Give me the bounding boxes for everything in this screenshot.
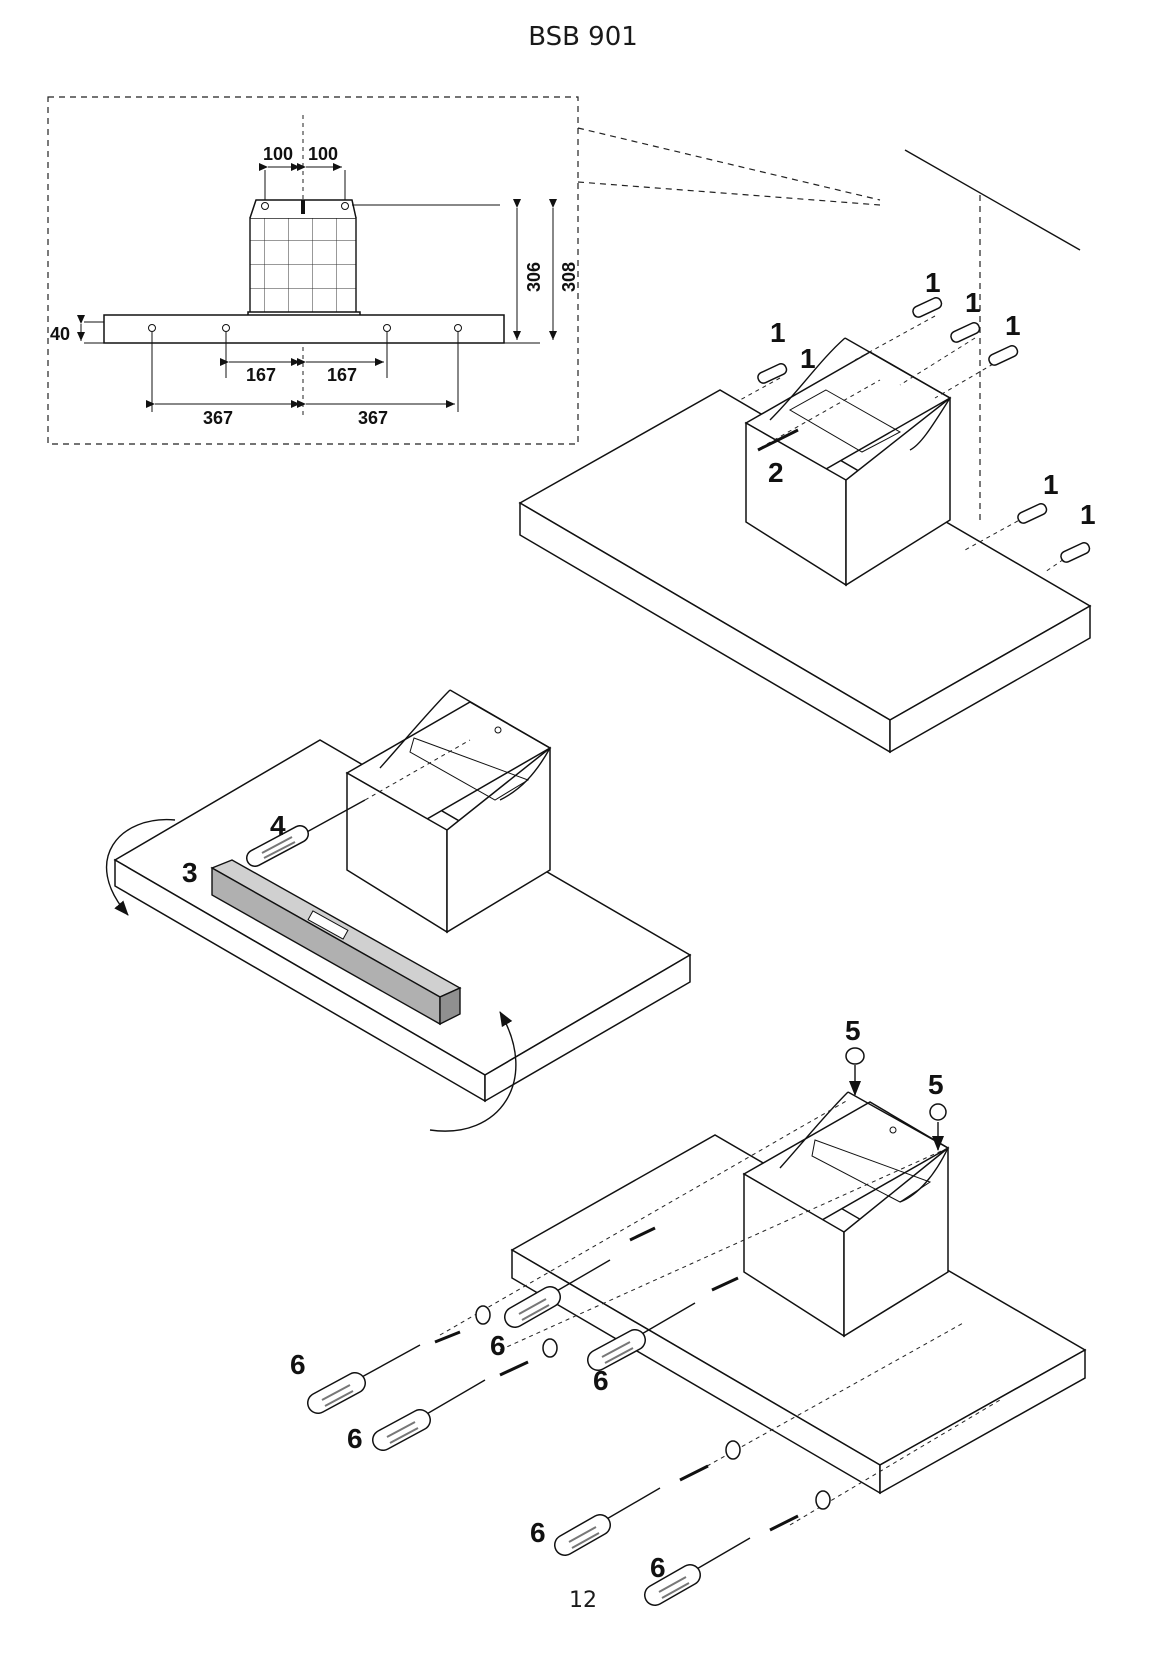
canopy-body xyxy=(103,314,505,344)
chimney-panel xyxy=(409,737,530,801)
callout-5: 5 xyxy=(928,1069,944,1100)
detail-frame xyxy=(47,96,579,445)
page-number: 12 xyxy=(569,1588,597,1613)
step-2-leveling: 4 3 xyxy=(106,689,692,1132)
screw-icon xyxy=(711,1276,739,1292)
screwdriver-icon xyxy=(372,1379,486,1451)
callout-1: 1 xyxy=(770,317,786,348)
callout-4: 4 xyxy=(270,810,286,841)
screwdriver-icon xyxy=(307,1344,421,1414)
canopy-side xyxy=(879,1348,1086,1495)
callout-6: 6 xyxy=(490,1330,506,1361)
rotate-arrow-icon xyxy=(429,1011,517,1132)
screw-icon xyxy=(679,1464,709,1482)
dimension-drawing: 100 100 306 308 40 167 167 367 367 xyxy=(47,96,881,445)
callout-6: 6 xyxy=(530,1517,546,1548)
dim-label: 100 xyxy=(308,144,338,164)
dim-label: 100 xyxy=(263,144,293,164)
hole-icon xyxy=(383,324,391,332)
callout-2: 2 xyxy=(768,457,784,488)
wall-plug-icon xyxy=(1060,542,1091,563)
callout-1: 1 xyxy=(925,267,941,298)
screwdriver-icon xyxy=(644,1537,751,1606)
wall-plug-icon xyxy=(912,297,943,318)
step-3-fixing-screws: 5 5 6 6 6 6 6 6 xyxy=(290,1015,1087,1606)
hole-icon xyxy=(341,202,349,210)
washer-icon xyxy=(725,1440,741,1460)
canopy-side xyxy=(484,953,691,1103)
callout-6: 6 xyxy=(290,1349,306,1380)
callout-1: 1 xyxy=(965,287,981,318)
screw-icon xyxy=(629,1226,656,1242)
washer-icon xyxy=(815,1490,831,1510)
callout-6: 6 xyxy=(593,1365,609,1396)
bracket-curve xyxy=(779,1091,849,1169)
callout-6: 6 xyxy=(650,1552,666,1583)
washer-icon xyxy=(929,1103,947,1121)
dim-label: 306 xyxy=(524,262,544,292)
screwdriver-icon xyxy=(554,1487,661,1556)
screw-icon xyxy=(434,1330,461,1344)
screwdriver-icon xyxy=(247,826,308,866)
wall-plug-icon xyxy=(950,322,981,343)
washer-icon xyxy=(845,1047,865,1065)
wall-plug-icon xyxy=(757,363,788,384)
rotate-arrow-icon xyxy=(106,818,176,916)
dim-label: 167 xyxy=(327,365,357,385)
step-1-wall-plugs: 1 1 1 1 1 2 1 1 xyxy=(518,149,1096,754)
screwdriver-icon xyxy=(587,1302,696,1371)
dim-label: 367 xyxy=(358,408,388,428)
callout-5: 5 xyxy=(845,1015,861,1046)
dim-label: 167 xyxy=(246,365,276,385)
bracket-curve xyxy=(909,397,951,451)
callout-3: 3 xyxy=(182,857,198,888)
screw-icon xyxy=(769,1514,799,1532)
hole-icon xyxy=(889,1126,897,1134)
dim-label: 367 xyxy=(203,408,233,428)
page-title: BSB 901 xyxy=(528,22,638,52)
chimney-grill xyxy=(249,217,357,319)
projection-line-top xyxy=(577,127,881,201)
washer-icon xyxy=(475,1305,491,1325)
wall-plug-icon xyxy=(988,345,1019,366)
canopy-side xyxy=(889,604,1091,754)
callout-1: 1 xyxy=(800,343,816,374)
hole-icon xyxy=(494,726,502,734)
hole-icon xyxy=(261,202,269,210)
screw-icon xyxy=(499,1360,529,1377)
level-bubble-icon xyxy=(307,910,349,940)
hole-icon xyxy=(454,324,462,332)
bracket-curve xyxy=(769,337,846,421)
screw-icon xyxy=(757,428,799,452)
dim-label: 40 xyxy=(50,324,70,344)
callout-1: 1 xyxy=(1005,310,1021,341)
dim-label: 308 xyxy=(559,262,579,292)
washer-icon xyxy=(542,1338,558,1358)
chimney-box-side xyxy=(845,396,951,587)
ceiling-edge xyxy=(904,149,1081,251)
hole-icon xyxy=(222,324,230,332)
hole-icon xyxy=(148,324,156,332)
bracket-curve xyxy=(379,689,451,769)
wall-plug-icon xyxy=(1017,503,1048,524)
callout-6: 6 xyxy=(347,1423,363,1454)
spirit-level-end xyxy=(439,986,461,1026)
projection-line-bottom xyxy=(577,181,881,206)
callout-1: 1 xyxy=(1043,469,1059,500)
screwdriver-icon xyxy=(504,1259,611,1328)
callout-1: 1 xyxy=(1080,499,1096,530)
chimney-panel xyxy=(788,389,902,453)
